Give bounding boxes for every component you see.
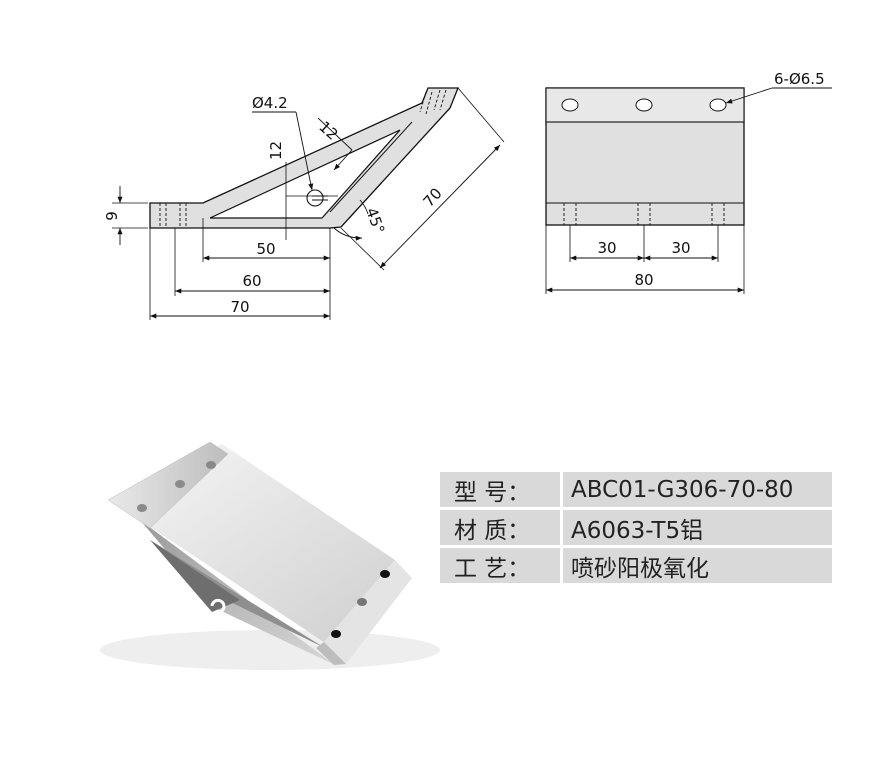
hole-1	[561, 98, 579, 112]
spec-label-material: 材 质：	[440, 510, 560, 545]
spec-row-material: 材 质： A6063-T5铝	[440, 510, 832, 545]
dim-12-top-text: 12	[315, 118, 341, 144]
dim-30-left-text: 30	[597, 239, 616, 257]
dim-70-bottom-text: 70	[230, 298, 249, 316]
dim-9-text: 9	[103, 211, 121, 221]
bracket-cutout	[209, 129, 401, 219]
dim-12-left-text: 12	[267, 141, 285, 160]
dim-45-text: 45°	[362, 205, 388, 236]
side-view: Ø4.2 12 12 9 45° 70 50 60	[103, 87, 505, 320]
spec-label-model: 型 号：	[440, 472, 560, 507]
dim-60-text: 60	[242, 272, 261, 290]
hole-3	[709, 98, 727, 112]
product-render	[100, 441, 440, 670]
dim-hole-dia-text: Ø4.2	[252, 94, 288, 112]
slot-hole	[306, 189, 324, 207]
dim-30-right-text: 30	[671, 239, 690, 257]
spec-value-model: ABC01-G306-70-80	[563, 472, 832, 507]
spec-label-process: 工 艺：	[440, 548, 560, 583]
front-view: 6-Ø6.5 30 30 80	[545, 70, 832, 294]
dim-70-diag-text: 70	[420, 184, 446, 210]
spec-table: 型 号： ABC01-G306-70-80 材 质： A6063-T5铝 工 艺…	[440, 472, 832, 586]
hole-2	[635, 98, 653, 112]
dim-80-text: 80	[634, 271, 653, 289]
spec-row-model: 型 号： ABC01-G306-70-80	[440, 472, 832, 507]
spec-value-process: 喷砂阳极氧化	[563, 548, 832, 583]
bracket-profile	[149, 87, 459, 229]
spec-row-process: 工 艺： 喷砂阳极氧化	[440, 548, 832, 583]
dim-50-text: 50	[256, 240, 275, 258]
spec-value-material: A6063-T5铝	[563, 510, 832, 545]
hole-callout-text: 6-Ø6.5	[774, 70, 825, 88]
